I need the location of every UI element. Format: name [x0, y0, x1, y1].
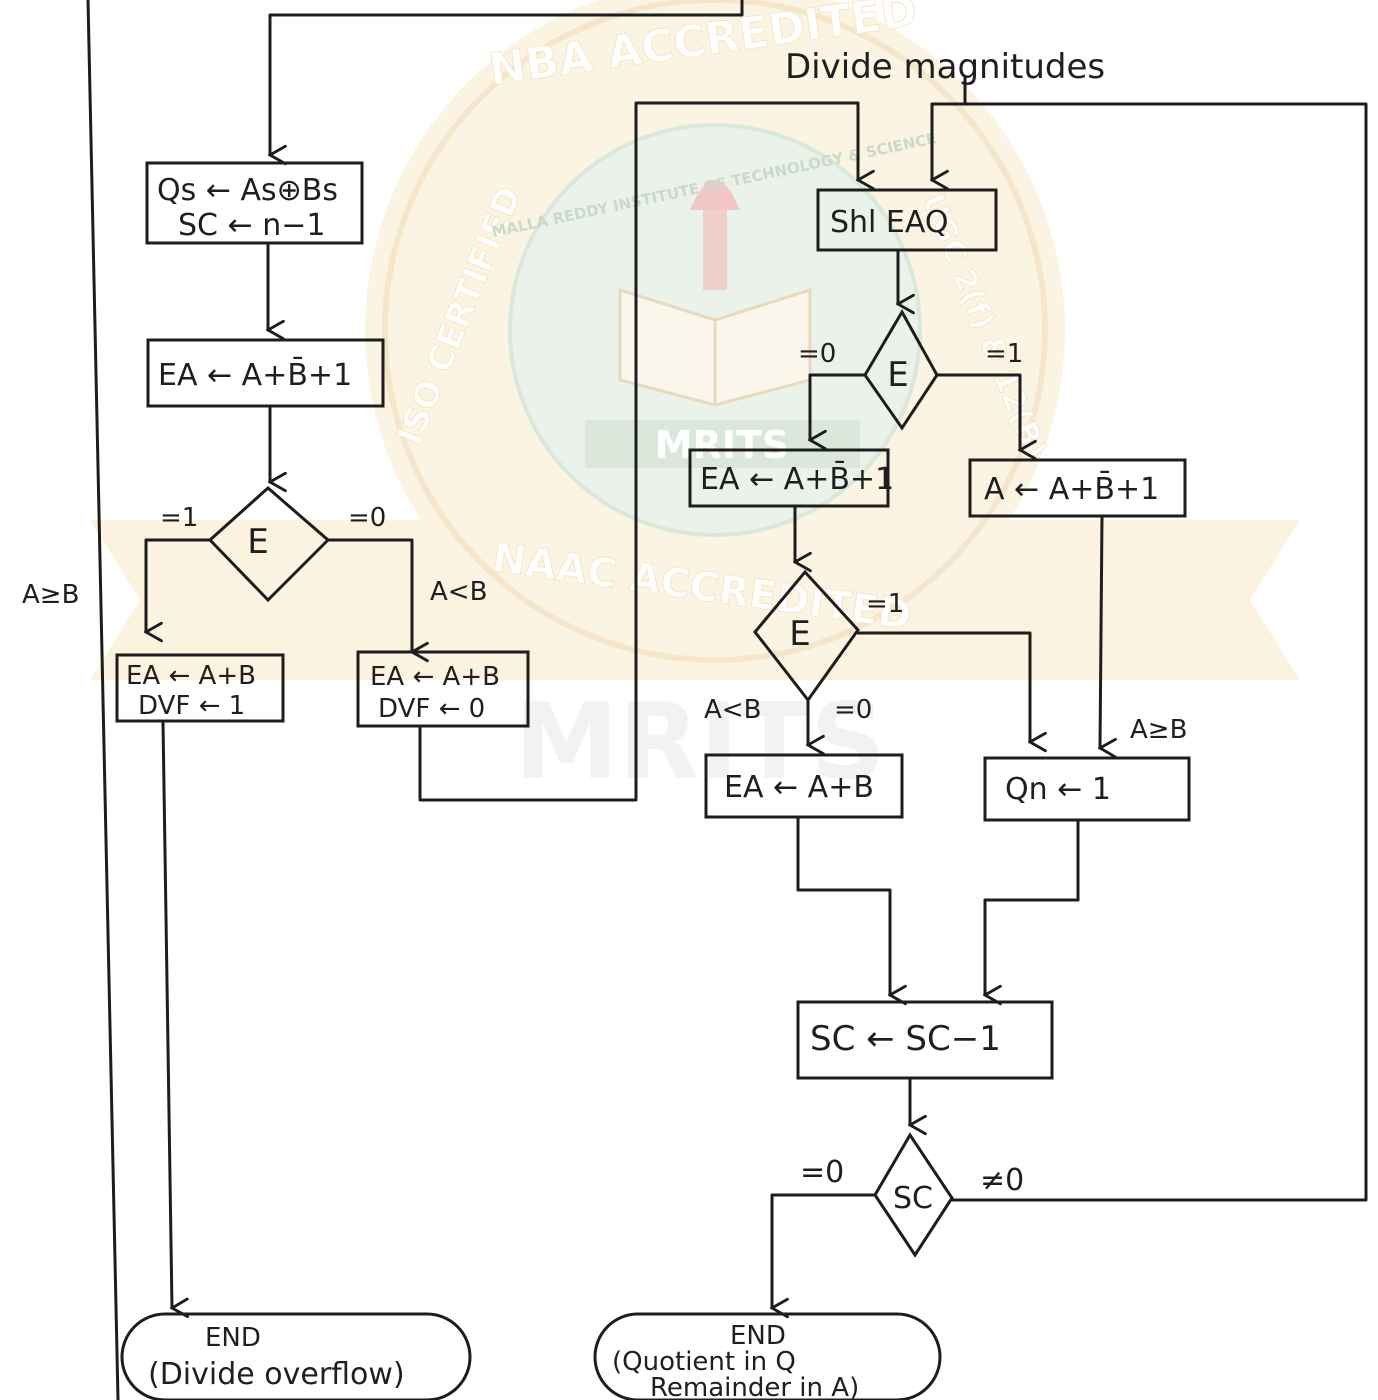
end-result-title: END: [730, 1321, 786, 1351]
right-edge2-eq1: =1: [866, 589, 904, 619]
restore-box-text: EA ← A+B: [724, 770, 874, 805]
overflow-box: [115, 653, 285, 723]
connector-loop-back: [932, 102, 1368, 1202]
connector-to-divide-loop: [418, 101, 858, 802]
sc-edge-eq0: =0: [800, 1155, 844, 1190]
connector-sc-to-end: [772, 1193, 877, 1308]
end-result-note2: Remainder in A): [650, 1373, 859, 1400]
right-edge2-eq0: =0: [834, 695, 872, 725]
title-divide-magnitudes: Divide magnitudes: [785, 47, 1105, 87]
end-overflow-note: (Divide overflow): [148, 1357, 405, 1392]
shift-box: [816, 188, 998, 252]
right-edge1-eq0: =0: [798, 339, 836, 369]
sc-decision-label: SC: [893, 1181, 933, 1216]
left-margin-line: [86, 0, 120, 1400]
overflow-box-line1: EA ← A+B: [126, 661, 256, 691]
connector-e1-right: [935, 373, 1020, 450]
right-sub-left-box: [688, 448, 890, 508]
shift-box-text: Shl EAQ: [830, 205, 949, 240]
sc-decision: [873, 1132, 954, 1258]
right-sub-left-text: EA ← A+B̄+1: [700, 461, 894, 497]
left-cond-ge: A≥B: [22, 580, 79, 610]
right-edge1-eq1: =1: [985, 339, 1023, 369]
right-decision-e1-label: E: [887, 355, 908, 395]
left-decision-e: [207, 486, 331, 603]
end-result-note1: (Quotient in Q: [612, 1347, 796, 1377]
left-edge-eq1: =1: [160, 503, 198, 533]
connector-subright-to-qn: [1100, 514, 1102, 748]
watermark-logo-text: MRITS: [655, 423, 790, 467]
left-decision-e-label: E: [247, 522, 268, 562]
sc-edge-ne0: ≠0: [980, 1163, 1024, 1198]
restore-box: [704, 753, 904, 819]
init-box-line2: SC ← n−1: [178, 208, 325, 243]
connector-decision-right: [326, 538, 412, 652]
right-sub-right-box: [968, 458, 1187, 518]
left-sub-box-text: EA ← A+B̄+1: [158, 357, 352, 393]
end-result-terminal: [593, 1312, 942, 1400]
connector-entry-to-init: [270, 0, 744, 155]
qn-box-text: Qn ← 1: [1005, 772, 1111, 807]
connector-qn-to-sc: [985, 820, 1080, 995]
no-overflow-box: [356, 650, 530, 728]
no-overflow-box-line2: DVF ← 0: [378, 694, 485, 724]
end-overflow-terminal: [120, 1312, 472, 1400]
right-decision-e2-label: E: [789, 614, 810, 654]
left-cond-lt: A<B: [430, 577, 487, 607]
init-box: [145, 161, 364, 245]
connector-e2-right: [856, 631, 1030, 742]
connector-restore-to-sc: [796, 816, 890, 995]
left-sub-box: [146, 338, 385, 408]
connector-decision-left: [146, 538, 212, 632]
init-box-line1: Qs ← As⊕Bs: [157, 173, 338, 208]
qn-box: [983, 756, 1191, 822]
connector-overflow-to-end: [161, 720, 172, 1308]
left-edge-eq0: =0: [348, 503, 386, 533]
sc-decrement-box: [796, 1000, 1054, 1080]
end-overflow-title: END: [205, 1323, 261, 1353]
right-sub-right-text: A ← A+B̄+1: [984, 471, 1159, 507]
no-overflow-box-line1: EA ← A+B: [370, 662, 500, 692]
connector-e1-left: [810, 373, 867, 440]
right-cond-lt: A<B: [704, 695, 761, 725]
sc-decrement-text: SC ← SC−1: [810, 1019, 1001, 1059]
right-decision-e1: [863, 308, 939, 431]
overflow-box-line2: DVF ← 1: [138, 691, 245, 721]
right-cond-ge: A≥B: [1130, 715, 1187, 745]
